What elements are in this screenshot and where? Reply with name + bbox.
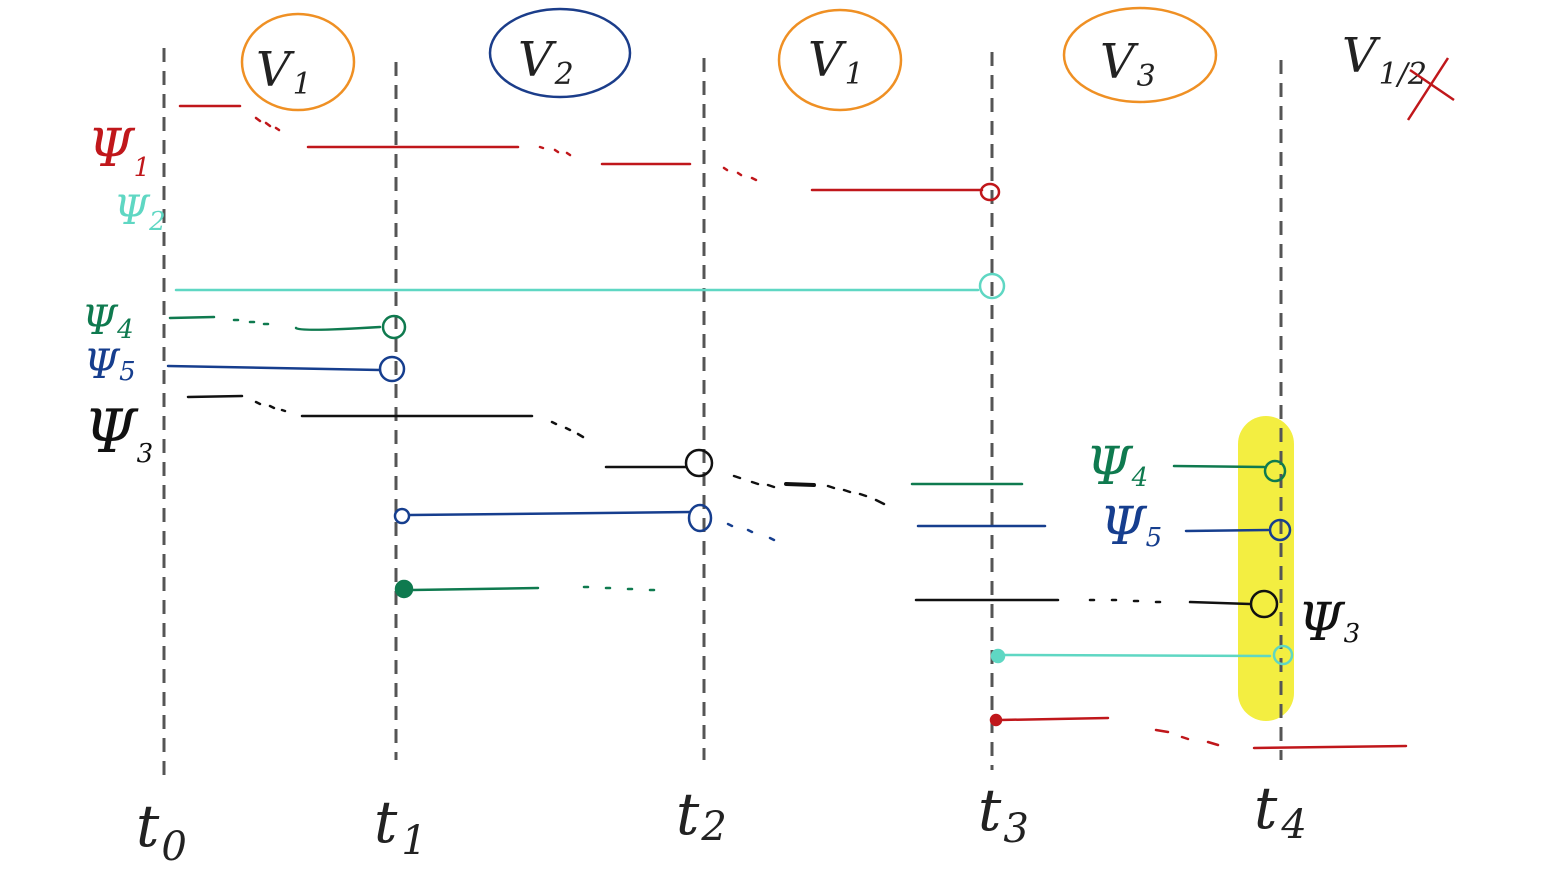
time-label-3-base: t (978, 776, 1002, 844)
v-circles (240, 6, 1218, 112)
time-label-2-base: t (676, 780, 700, 848)
time-label-4-base: t (1254, 774, 1278, 842)
t4-highlight (1238, 416, 1294, 721)
psi5-track (166, 355, 1292, 542)
psi-right-5-base: Ψ (1100, 497, 1148, 557)
psi-label-1-sub: 1 (134, 153, 151, 183)
v-label-3-base: V (808, 32, 847, 88)
psi-label-5-base: Ψ (84, 342, 121, 388)
time-gridlines (162, 48, 1283, 780)
time-label-3-sub: 3 (1003, 806, 1028, 852)
v-labels: V1 V2 V1 V3 V1/2 (256, 28, 1455, 121)
svg-text:Ψ3: Ψ3 (1298, 593, 1360, 653)
psi-right-5-sub: 5 (1146, 523, 1163, 553)
time-label-0-sub: 0 (161, 824, 186, 870)
strike-icon (1406, 57, 1455, 121)
v-circle-3 (777, 8, 903, 112)
time-label-0-base: t (136, 792, 160, 860)
time-label-1-base: t (374, 788, 398, 856)
v-circle-2 (488, 7, 632, 99)
svg-text:V2: V2 (518, 32, 574, 92)
v-struck-sub: 1/2 (1379, 57, 1427, 92)
svg-text:Ψ4: Ψ4 (82, 298, 134, 345)
v-label-4-base: V (1100, 34, 1139, 90)
psi-right-3-sub: 3 (1344, 619, 1361, 649)
psi-label-3-sub: 3 (137, 439, 154, 469)
svg-text:t3: t3 (978, 776, 1029, 852)
psi-labels-right: Ψ4 Ψ5 Ψ3 (1086, 437, 1360, 653)
psi3-track (186, 394, 1279, 619)
time-label-4-sub: 4 (1280, 802, 1306, 848)
psi-label-4-sub: 4 (116, 315, 134, 345)
v-circle-4 (1062, 6, 1218, 104)
svg-text:V1/2: V1/2 (1342, 28, 1427, 92)
svg-text:Ψ2: Ψ2 (114, 188, 166, 237)
svg-text:Ψ5: Ψ5 (84, 342, 136, 388)
svg-text:V1: V1 (808, 32, 864, 92)
psi-right-4-sub: 4 (1131, 463, 1149, 493)
psi4-track (168, 314, 1287, 599)
psi-labels-left: Ψ1 Ψ2 Ψ4 Ψ5 Ψ3 (82, 119, 166, 469)
psi1-track (178, 104, 1408, 750)
v-label-1-base: V (256, 42, 295, 98)
svg-text:t1: t1 (374, 788, 427, 864)
psi-label-3-base: Ψ (84, 397, 139, 467)
svg-text:V1: V1 (256, 42, 312, 102)
v-label-2-sub: 2 (554, 57, 574, 92)
psi-label-4-base: Ψ (82, 298, 119, 344)
psi-label-5-sub: 5 (119, 357, 136, 387)
v-label-3-sub: 1 (845, 57, 864, 92)
v-label-2-base: V (518, 32, 557, 88)
svg-text:Ψ3: Ψ3 (84, 397, 153, 469)
svg-text:Ψ1: Ψ1 (88, 119, 150, 183)
psi-right-4-base: Ψ (1086, 437, 1134, 497)
svg-text:t2: t2 (676, 780, 727, 850)
time-label-1-sub: 1 (401, 818, 426, 864)
svg-text:t0: t0 (136, 792, 187, 870)
psi2-track (174, 272, 1294, 666)
v-label-1-sub: 1 (293, 67, 312, 102)
time-label-2-sub: 2 (700, 804, 726, 850)
svg-text:t4: t4 (1254, 774, 1307, 848)
svg-text:Ψ5: Ψ5 (1100, 497, 1162, 557)
v-label-4-sub: 3 (1137, 59, 1156, 94)
psi-label-1-base: Ψ (88, 119, 136, 179)
psi-right-3-base: Ψ (1298, 593, 1346, 653)
v-struck-base: V (1342, 28, 1381, 84)
psi-label-2-sub: 2 (148, 207, 166, 237)
svg-text:V3: V3 (1100, 34, 1156, 94)
svg-text:Ψ4: Ψ4 (1086, 437, 1148, 497)
v-circle-1 (240, 12, 356, 112)
psi-label-2-base: Ψ (114, 188, 151, 234)
